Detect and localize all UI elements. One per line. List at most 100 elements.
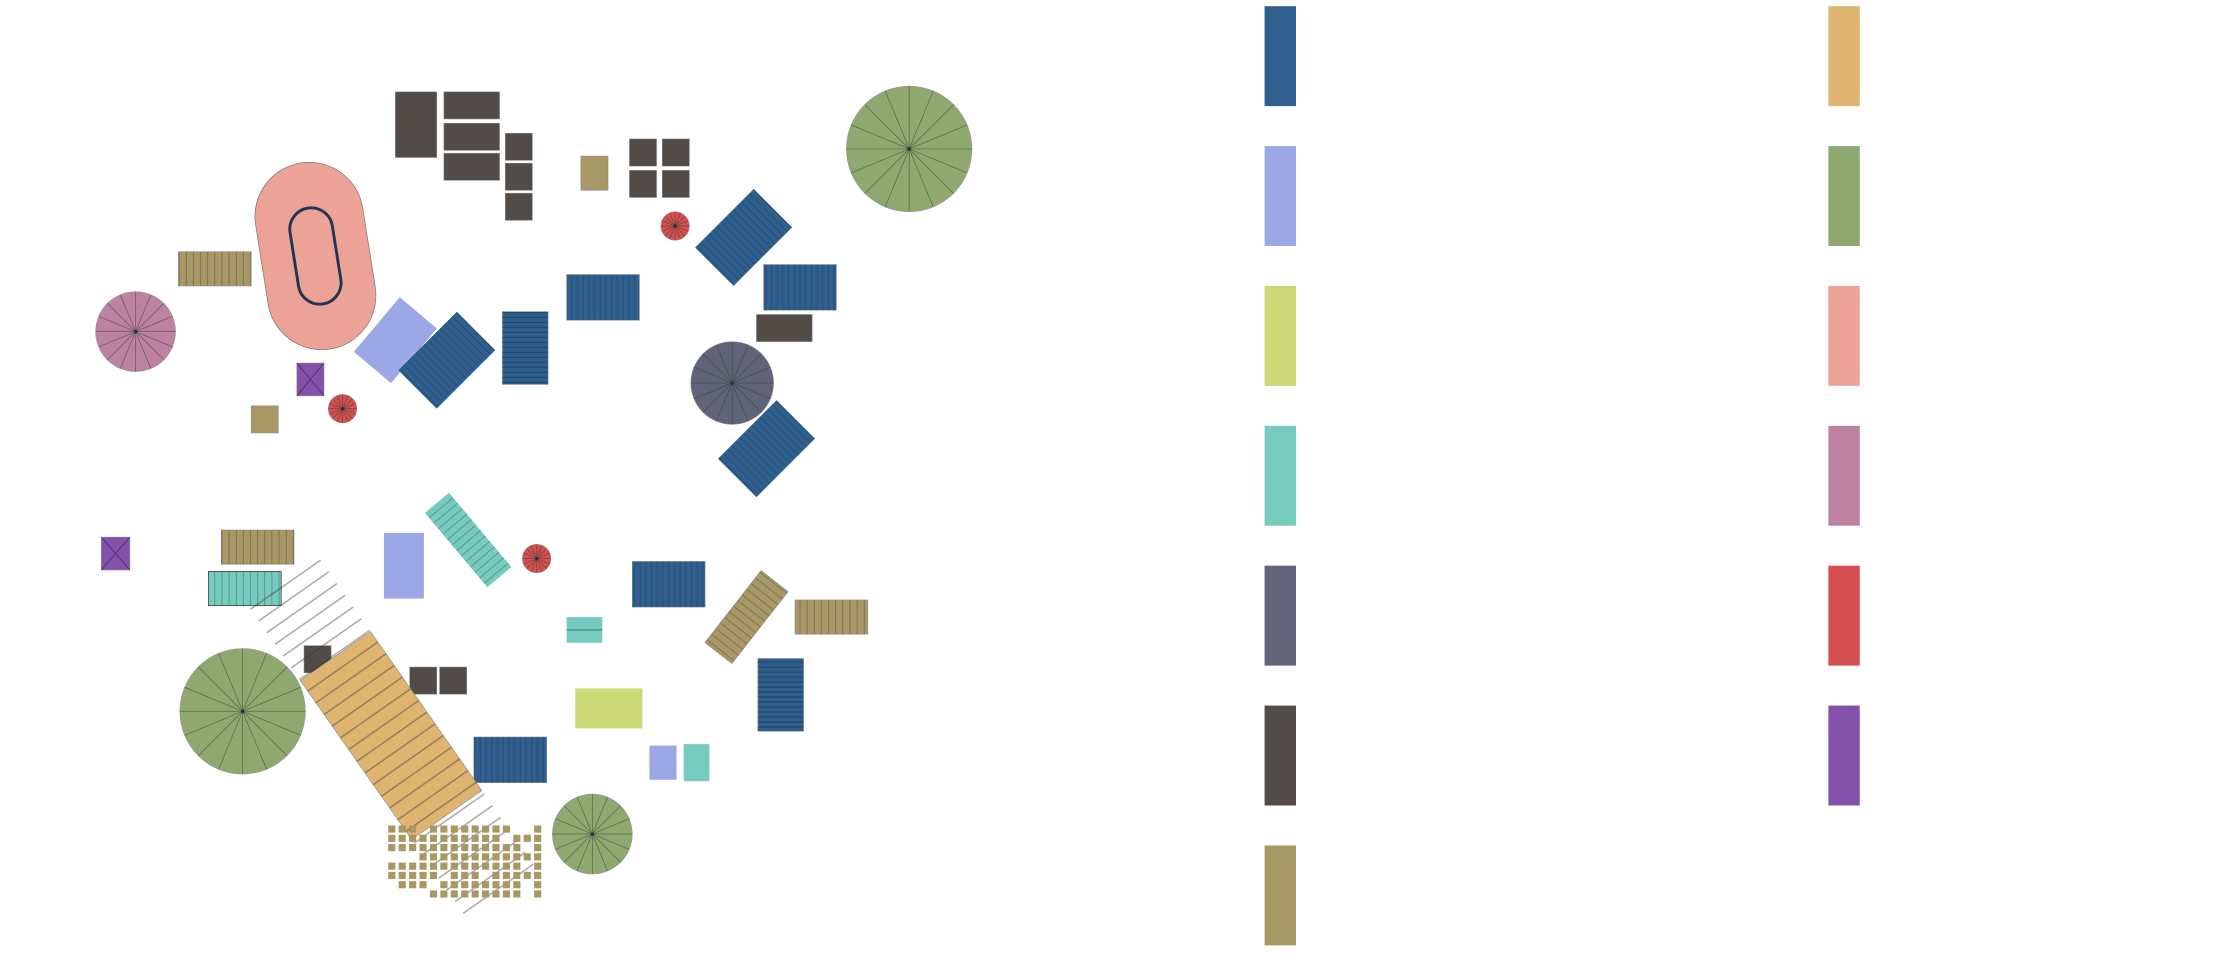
seat [450,862,458,870]
blue-rotated-panel [695,188,793,286]
seat [534,862,542,870]
seat [523,853,531,861]
seat [440,890,448,898]
seat [440,853,448,861]
seat [502,871,510,879]
blue-panel [757,658,804,732]
seat [461,890,469,898]
seat [450,834,458,842]
lime-block [575,688,643,729]
seat [492,890,500,898]
seat [440,844,448,852]
seat [471,853,479,861]
legend-swatch [1264,6,1296,107]
mauve-round-table [95,291,176,372]
dark-block [409,666,438,695]
seat [471,834,479,842]
seat [513,844,521,852]
seat [440,862,448,870]
legend-swatch [1264,425,1296,526]
seat [471,890,479,898]
seat [513,834,521,842]
seat [409,862,417,870]
red-round-stool [522,544,552,574]
seat [534,825,542,833]
seat [429,890,438,898]
seat [409,881,417,889]
seat [492,881,500,889]
seat [450,825,458,833]
dark-block [756,314,813,342]
seat [534,844,542,852]
legend-swatch [1264,146,1296,246]
seat [481,853,490,861]
seat [481,825,490,833]
seat [388,834,396,842]
seat [398,881,406,889]
seat [398,844,406,852]
salmon-oval-table [254,161,377,351]
seat [440,834,448,842]
seat [492,825,500,833]
seat [419,871,427,879]
teal-block [683,744,710,782]
seat [534,871,542,879]
green-round-table [552,793,633,875]
seat [429,871,438,879]
seat [429,844,438,852]
seat [409,825,417,833]
seat [481,881,490,889]
teal-block [566,617,603,643]
dark-blocks [303,91,813,695]
seat [398,825,406,833]
olive-striped-bench [220,529,295,565]
seat [398,862,406,870]
seat [492,871,500,879]
seat [471,825,479,833]
dark-block [439,666,468,695]
seat [502,881,510,889]
purple-crossed-box [101,536,131,571]
seat [502,844,510,852]
seat [513,890,521,898]
seat [461,844,469,852]
seat [461,834,469,842]
seat [502,853,510,861]
green-round-table [179,648,306,775]
seat [419,844,427,852]
blue-panel [632,561,706,608]
dark-block [661,170,690,198]
blue-panel [473,736,547,783]
olive-block [580,155,609,191]
lavender-rotated-block [353,297,437,384]
seat [492,844,500,852]
seat [492,834,500,842]
dark-block [395,91,438,158]
seat [523,871,531,879]
blue-rotated-panel [718,400,815,498]
seat [502,862,510,870]
dark-block [443,122,500,151]
seat [419,853,427,861]
legend-swatch [1828,285,1860,386]
dark-block [504,132,533,161]
dark-block [504,162,533,191]
seat-grid [388,825,542,898]
red-round-stool [660,211,690,241]
legend-swatch [1828,565,1860,666]
blue-panel [763,264,837,311]
olive-striped-bench [178,251,252,287]
dark-block [443,152,500,181]
seat [429,834,438,842]
seat [471,844,479,852]
seat [461,862,469,870]
blue-panel [502,311,549,385]
green-round-table [846,85,973,213]
seat [388,871,396,879]
legend-swatch [1264,565,1296,666]
seat [440,881,448,889]
dark-block [504,192,533,221]
seat [481,890,490,898]
seat [398,871,406,879]
